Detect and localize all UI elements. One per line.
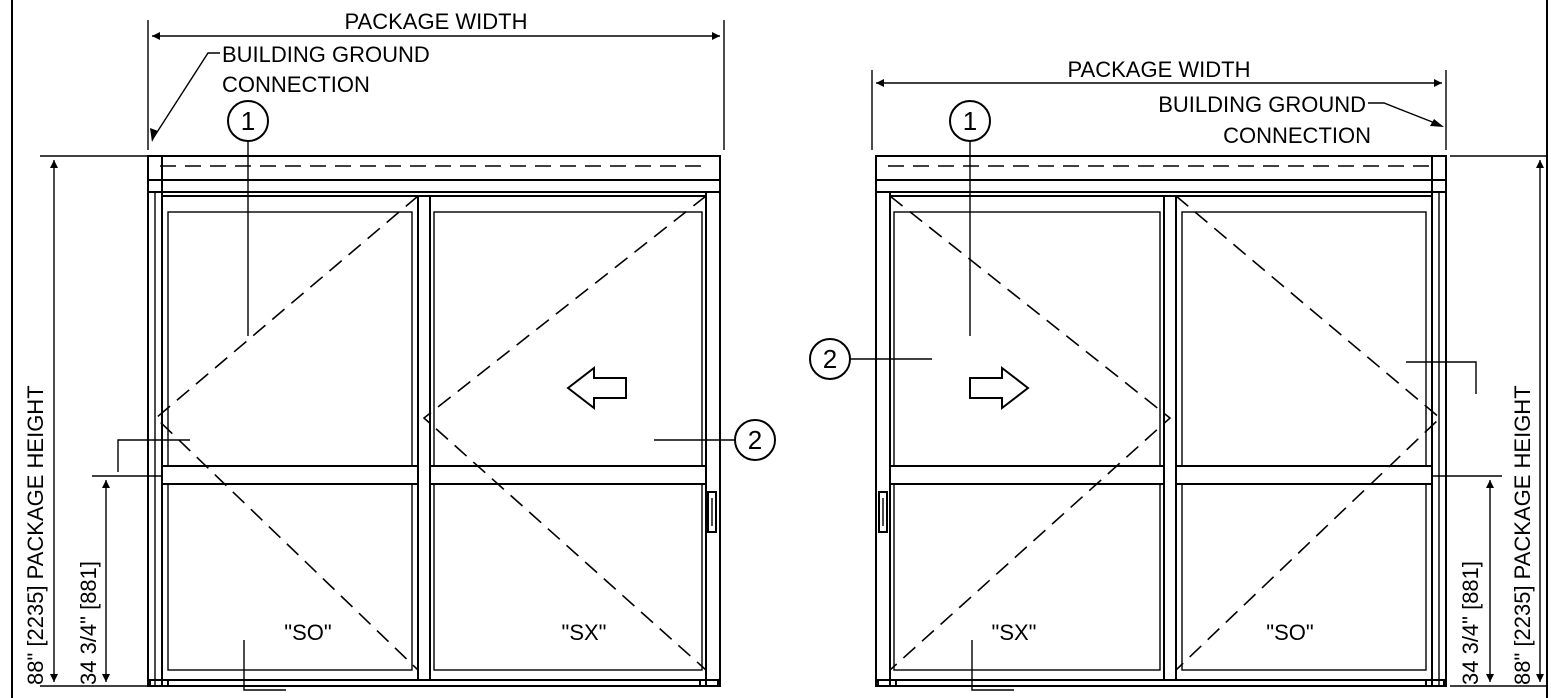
right-panel-so-label: "SO" — [1266, 620, 1313, 645]
right-handle — [878, 491, 888, 533]
right-jamb — [705, 191, 721, 687]
right-section-marker-lower — [971, 640, 1014, 691]
svg-text:1: 1 — [241, 106, 255, 136]
right-ground-label-2: CONNECTION — [1223, 123, 1371, 148]
left-ground-label-1: BUILDING GROUND — [222, 42, 430, 67]
right-elevation: PACKAGE WIDTH BUILDING GROUND CONNECTION — [809, 57, 1546, 691]
left-handle — [707, 491, 717, 533]
right-ground-label-1: BUILDING GROUND — [1158, 92, 1366, 117]
left-section-marker-upper — [117, 439, 190, 472]
left-so-breakout-line — [154, 195, 419, 671]
left-meeting-stile — [417, 195, 431, 681]
right-height-dim-label: 88" [2235] PACKAGE HEIGHT — [1510, 385, 1535, 685]
left-so-panel — [161, 195, 419, 681]
right-header — [875, 155, 1447, 193]
right-meeting-stile — [1163, 195, 1177, 681]
left-panel-sx-label: "SX" — [562, 620, 607, 645]
right-package-width-label: PACKAGE WIDTH — [1068, 57, 1251, 82]
right-sx-midrail — [889, 465, 1165, 485]
left-height-dim-label: 88" [2235] PACKAGE HEIGHT — [23, 385, 48, 685]
left-ground-label-2: CONNECTION — [222, 72, 370, 97]
left-elevation: PACKAGE WIDTH BUILDING GROUND CONNECTION — [23, 9, 776, 691]
left-sx-breakout-line — [422, 195, 707, 671]
svg-text:2: 2 — [823, 344, 837, 374]
left-section-marker-lower — [243, 640, 286, 691]
right-sx-panel — [889, 195, 1165, 681]
left-package-width-label: PACKAGE WIDTH — [345, 9, 528, 34]
left-so-midrail — [161, 465, 419, 485]
right-sx-breakout-line — [889, 195, 1172, 671]
right-left-jamb — [875, 191, 891, 687]
left-transom-dim-label: 34 3/4" [881] — [76, 561, 101, 685]
right-panel-sx-label: "SX" — [992, 620, 1037, 645]
svg-text:2: 2 — [748, 425, 762, 455]
right-so-panel — [1175, 195, 1433, 681]
svg-text:1: 1 — [963, 106, 977, 136]
right-section-marker-upper — [1406, 361, 1477, 394]
left-sx-midrail — [429, 465, 707, 485]
left-ground-leader — [151, 52, 220, 141]
right-slide-arrow-icon — [969, 365, 1030, 411]
right-so-midrail — [1175, 465, 1433, 485]
right-transom-dim-label: 34 3/4" [881] — [1458, 561, 1483, 685]
left-slide-arrow-icon — [566, 365, 627, 411]
left-header — [147, 155, 721, 193]
left-panel-so-label: "SO" — [284, 620, 331, 645]
left-sx-panel — [429, 195, 707, 681]
right-ground-leader — [1368, 102, 1441, 126]
right-so-breakout-line — [1175, 195, 1442, 671]
